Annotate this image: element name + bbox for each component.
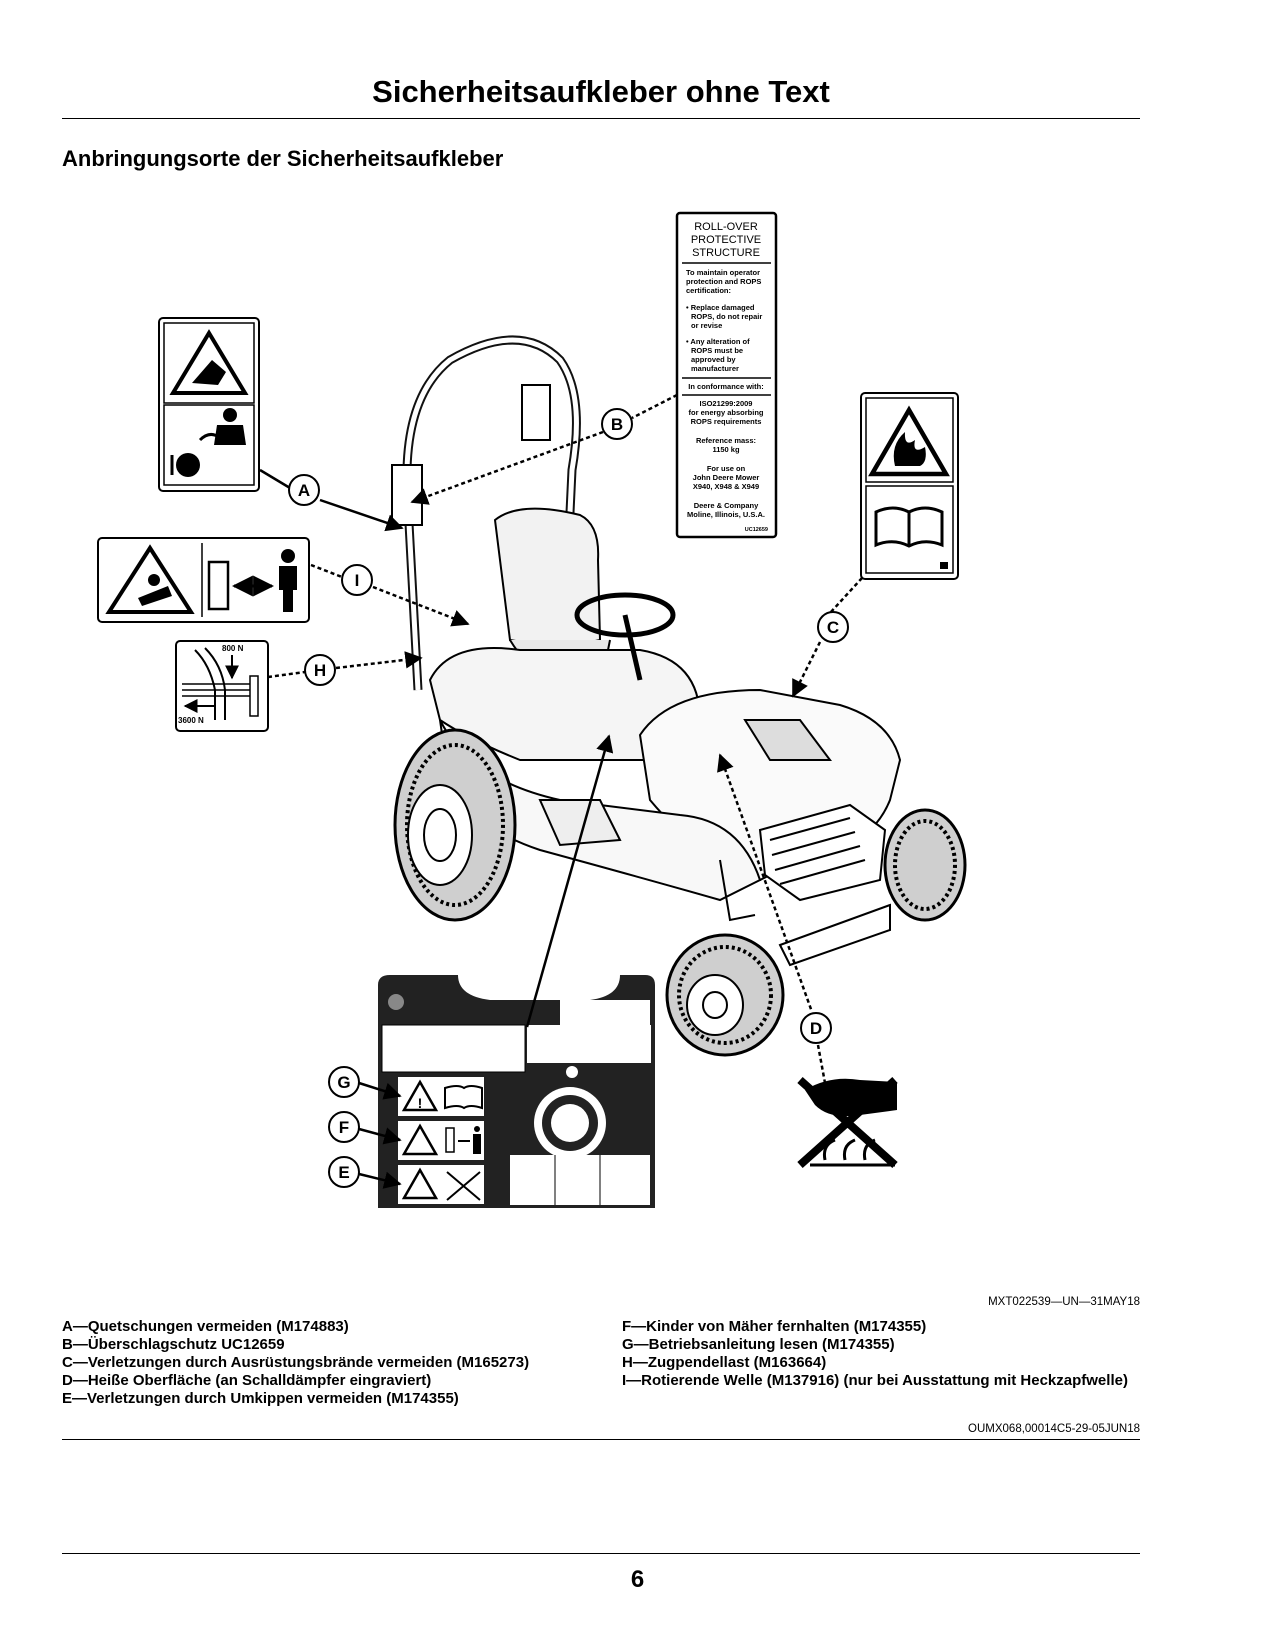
rops-bullet2-4: manufacturer [691,364,739,373]
rops-use-2: John Deere Mower [693,473,760,482]
callout-d: D [800,1012,832,1044]
legend-item-i: I—Rotierende Welle (M137916) (nur bei Au… [622,1372,1128,1389]
legend-item-f: F—Kinder von Mäher fernhalten (M174355) [622,1318,927,1335]
decal-a-crush-warning [158,317,260,492]
legend-left: A—Quetschungen vermeiden (M174883) B—Übe… [62,1318,582,1408]
callout-a: A [288,474,320,506]
rops-intro-3: certification: [686,286,731,295]
rops-heading-1: ROLL-OVER [694,221,758,233]
callout-g: G [328,1066,360,1098]
legend-rule [62,1439,1140,1440]
rops-intro-2: protection and ROPS [686,277,761,286]
tractor-drawing [391,335,967,1057]
legend-item-h: H—Zugpendellast (M163664) [622,1354,827,1371]
legend-item-c: C—Verletzungen durch Ausrüstungsbrände v… [62,1354,530,1371]
dash-panel-decal: ! [378,975,655,1208]
side-load-label: 3600 N [178,716,204,725]
svg-text:F: F [339,1118,349,1137]
decal-b-rops: ROLL-OVER PROTECTIVE STRUCTURE To mainta… [675,211,778,539]
svg-text:C: C [827,618,839,637]
callout-b: B [601,408,633,440]
rops-code: UC12659 [745,527,768,533]
svg-text:D: D [810,1019,822,1038]
figure-id: MXT022539—UN—31MAY18 [988,1296,1140,1308]
rops-heading-3: STRUCTURE [692,247,760,259]
callout-e: E [328,1156,360,1188]
rops-use-1: For use on [707,464,746,473]
callout-c: C [817,611,849,643]
decal-i-rotating-shaft [97,537,310,623]
rops-bullet2-1: • Any alteration of [686,337,750,346]
decal-location-figure: 800 N 3600 N ROLL-OVER PROTECTIVE STRUCT… [97,211,967,1208]
callout-h: H [304,654,336,686]
rops-maker-2: Moline, Illinois, U.S.A. [687,510,765,519]
rops-use-3: X940, X948 & X949 [693,482,759,491]
rops-mass-1: Reference mass: [696,436,756,445]
rops-bullet1-1: • Replace damaged [686,303,755,312]
rops-bullet2-3: approved by [691,355,736,364]
decal-d-hot-surface [797,1077,898,1168]
svg-text:H: H [314,661,326,680]
page-title: Sicherheitsaufkleber ohne Text [372,74,830,109]
legend-item-a: A—Quetschungen vermeiden (M174883) [62,1318,349,1335]
rops-standard-1: ISO21299:2009 [700,399,753,408]
leader-lines [259,393,863,1189]
decal-c-fire-warning [860,392,959,580]
svg-text:I: I [355,571,360,590]
svg-text:A: A [298,481,310,500]
callout-i: I [341,564,373,596]
page-number: 6 [630,1566,645,1593]
svg-text:G: G [337,1073,350,1092]
top-load-label: 800 N [222,644,244,653]
footer-rule [62,1553,1140,1554]
svg-text:!: ! [418,1095,423,1111]
rops-bullet1-3: or revise [691,321,722,330]
legend-item-d: D—Heiße Oberfläche (an Schalldämpfer ein… [62,1372,432,1389]
document-id: OUMX068,00014C5-29-05JUN18 [968,1423,1140,1435]
rops-standard-3: ROPS requirements [691,417,762,426]
rops-mass-2: 1150 kg [712,445,740,454]
rops-bullet2-2: ROPS must be [691,346,743,355]
legend-item-b: B—Überschlagschutz UC12659 [62,1336,285,1353]
legend-item-g: G—Betriebsanleitung lesen (M174355) [622,1336,895,1353]
rops-standard-2: for energy absorbing [688,408,763,417]
rops-bullet1-2: ROPS, do not repair [691,312,762,321]
callout-f: F [328,1111,360,1143]
legend-item-e: E—Verletzungen durch Umkippen vermeiden … [62,1390,459,1407]
rops-heading-2: PROTECTIVE [691,234,761,246]
rops-maker-1: Deere & Company [694,501,759,510]
rops-intro-1: To maintain operator [686,268,760,277]
decal-h-drawbar-load: 800 N 3600 N [175,640,269,732]
title-rule [62,118,1140,119]
legend-right: F—Kinder von Mäher fernhalten (M174355) … [622,1318,1142,1390]
section-heading: Anbringungsorte der Sicherheitsaufkleber [62,146,504,171]
svg-text:B: B [611,415,623,434]
rops-conformance: In conformance with: [688,382,763,391]
svg-text:E: E [338,1163,349,1182]
